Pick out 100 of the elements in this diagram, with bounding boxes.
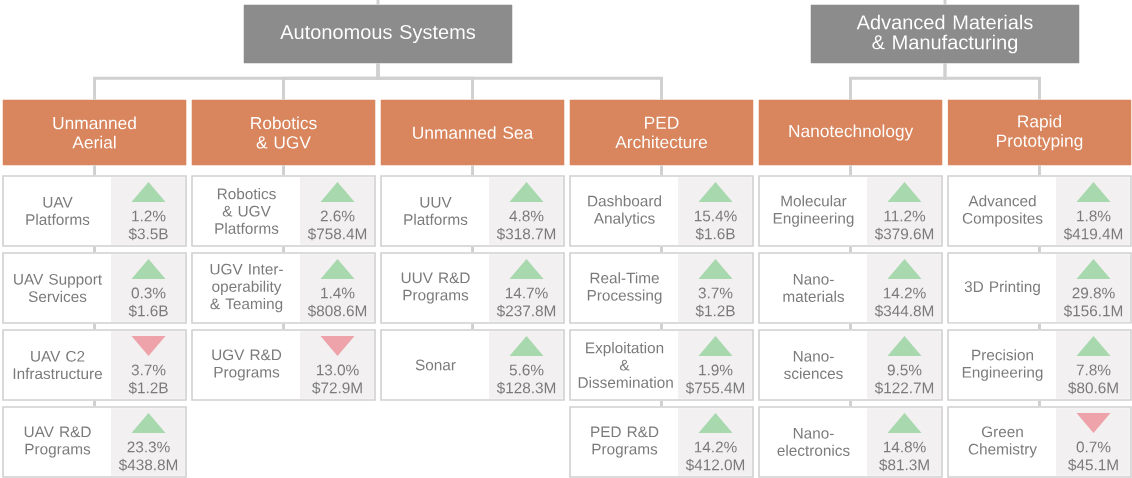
market-value: $45.1M — [1068, 458, 1118, 472]
card-label: UAV C2 Infrastructure — [13, 350, 102, 380]
connector-line — [849, 400, 852, 407]
card-label: Molecular Engineering — [773, 195, 854, 227]
card-label: Nano-electronics — [777, 428, 850, 456]
percent-change: 23.3% — [127, 441, 170, 453]
market-value: $755.4M — [685, 381, 745, 395]
card-label: Dashboard Analytics — [588, 195, 661, 227]
percent-change: 1.8% — [1077, 210, 1111, 222]
percent-change: 29.8% — [1072, 287, 1115, 299]
card-label: UGV Inter-operability & Teaming — [210, 263, 283, 313]
card-label: UAV Platforms — [26, 197, 90, 225]
connector-line — [660, 246, 663, 253]
card-label: UUV Platforms — [404, 197, 468, 225]
category-box: Robotics & UGV — [191, 99, 376, 166]
category-box: PED Architecture — [569, 99, 754, 166]
percent-change: 0.3% — [131, 287, 166, 299]
connector-line — [93, 165, 96, 176]
percent-change: 9.5% — [887, 364, 922, 376]
card-label: Nano-materials — [783, 274, 845, 302]
market-value: $1.6B — [128, 304, 168, 318]
group-box: Autonomous Systems — [243, 4, 513, 64]
card-label: Exploitation & Dissemination — [578, 342, 673, 388]
connector-line — [282, 165, 285, 176]
connector-line — [1038, 323, 1041, 330]
connector-line — [93, 323, 96, 330]
percent-change: 3.7% — [131, 364, 166, 376]
connector-line — [471, 323, 474, 330]
connector-line — [93, 400, 96, 407]
card-label: Precision Engineering — [962, 349, 1043, 381]
percent-change: 1.4% — [321, 287, 355, 299]
percent-change: 14.2% — [694, 441, 737, 453]
connector-line — [943, 0, 947, 5]
connector-line — [849, 246, 852, 253]
card-label: PED R&D Programs — [591, 426, 659, 458]
market-value: $72.9M — [312, 381, 362, 395]
card-label: UAV R&D Programs — [24, 426, 91, 458]
card-label: UGV R&D Programs — [212, 349, 282, 381]
connector-line — [1038, 400, 1041, 407]
card-label: Nano-sciences — [784, 351, 843, 379]
connector-line — [660, 165, 663, 176]
percent-change: 14.7% — [505, 287, 548, 299]
market-value: $128.3M — [496, 381, 556, 395]
market-value: $412.0M — [685, 458, 745, 472]
category-box: Nanotechnology — [758, 99, 943, 166]
connector-line — [376, 0, 380, 5]
card-label: Advanced Composites — [962, 195, 1043, 227]
connector-line — [376, 63, 663, 100]
market-value: $758.4M — [307, 227, 367, 241]
market-value: $81.3M — [879, 458, 929, 472]
connector-line — [660, 323, 663, 330]
card-label: Robotics & UGV Platforms — [215, 188, 279, 234]
percent-change: 4.8% — [509, 210, 544, 222]
connector-line — [849, 323, 852, 330]
market-value: $344.8M — [874, 304, 934, 318]
market-value: $318.7M — [496, 227, 556, 241]
market-value: $237.8M — [496, 304, 556, 318]
percent-change: 3.7% — [698, 287, 733, 299]
connector-line — [660, 400, 663, 407]
market-value: $122.7M — [874, 381, 934, 395]
connector-line — [282, 323, 285, 330]
card-label: UAV Support Services — [14, 273, 102, 303]
percent-change: 2.6% — [320, 210, 355, 222]
percent-change: 13.0% — [316, 364, 359, 376]
connector-line — [943, 63, 1041, 100]
market-value: $1.2B — [128, 381, 168, 395]
card-label: 3D Printing — [964, 280, 1040, 296]
category-box: Unmanned Sea — [380, 99, 565, 166]
group-box: Advanced Materials & Manufacturing — [810, 4, 1080, 64]
connector-line — [471, 165, 474, 176]
percent-change: 1.2% — [132, 210, 166, 222]
connector-line — [849, 165, 852, 176]
market-value: $1.6B — [695, 227, 735, 241]
category-box: Unmanned Aerial — [2, 99, 187, 166]
card-label: UUV R&D Programs — [401, 272, 470, 304]
market-value: $808.6M — [307, 304, 367, 318]
percent-change: 14.8% — [883, 441, 926, 453]
market-value: $156.1M — [1063, 304, 1123, 318]
card-label: Sonar — [415, 359, 456, 371]
connector-line — [282, 246, 285, 253]
connector-line — [1038, 246, 1041, 253]
percent-change: 14.2% — [883, 287, 926, 299]
card-label: Real-Time Processing — [587, 272, 662, 304]
market-value: $379.6M — [874, 227, 934, 241]
market-value: $80.6M — [1068, 381, 1118, 395]
percent-change: 11.2% — [884, 210, 926, 222]
percent-change: 5.6% — [509, 364, 544, 376]
percent-change: 15.4% — [694, 210, 737, 222]
market-value: $1.2B — [695, 304, 735, 318]
connector-line — [1038, 165, 1041, 176]
market-value: $3.5B — [128, 227, 168, 241]
market-value: $419.4M — [1063, 227, 1123, 241]
card-label: Green Chemistry — [968, 426, 1037, 458]
percent-change: 0.7% — [1076, 441, 1111, 453]
connector-line — [93, 246, 96, 253]
market-value: $438.8M — [118, 458, 178, 472]
connector-line — [471, 246, 474, 253]
percent-change: 1.9% — [699, 364, 733, 376]
percent-change: 7.8% — [1076, 364, 1111, 376]
category-box: Rapid Prototyping — [947, 99, 1132, 166]
